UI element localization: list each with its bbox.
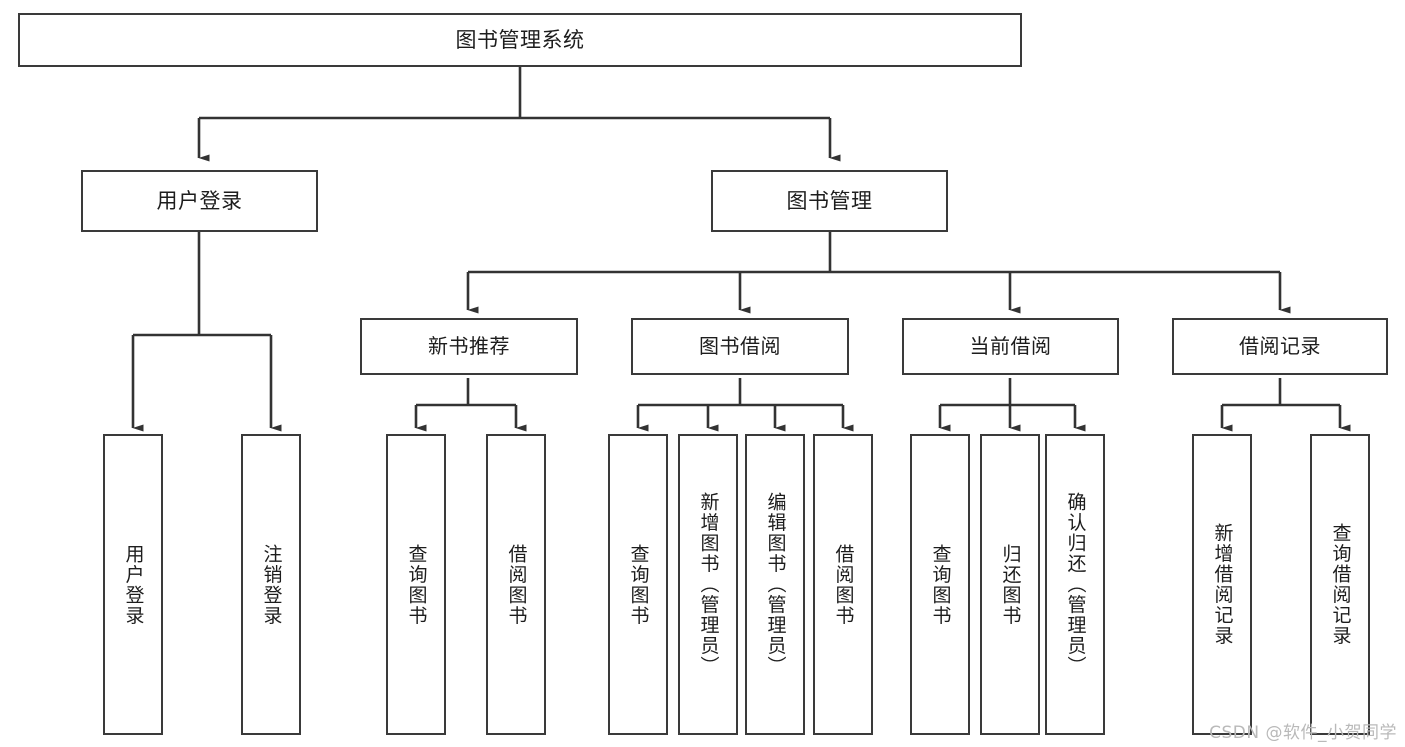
leaf-new-books-borrow[interactable]: 借阅图书 [486, 434, 546, 735]
node-label: 图书管理 [786, 188, 873, 213]
node-label: 图书管理系统 [455, 27, 585, 52]
leaf-user-login-signin[interactable]: 用户登录 [103, 434, 163, 735]
leaf-borrow-edit-admin[interactable]: 编辑图书（管理员） [745, 434, 805, 735]
leaf-current-confirm-return-admin[interactable]: 确认归还（管理员） [1045, 434, 1105, 735]
node-label: 借阅记录 [1239, 333, 1321, 358]
node-label: 查询借阅记录 [1329, 523, 1352, 646]
node-label: 注销登录 [260, 543, 283, 626]
leaf-records-query[interactable]: 查询借阅记录 [1310, 434, 1370, 735]
leaf-borrow-add-admin[interactable]: 新增图书（管理员） [678, 434, 738, 735]
node-current-borrow[interactable]: 当前借阅 [902, 318, 1119, 375]
leaf-borrow-lend[interactable]: 借阅图书 [813, 434, 873, 735]
leaf-records-add[interactable]: 新增借阅记录 [1192, 434, 1252, 735]
watermark-credit: CSDN @软件_小贺同学 [1209, 723, 1397, 743]
leaf-current-return[interactable]: 归还图书 [980, 434, 1040, 735]
node-label: 确认归还（管理员） [1064, 492, 1087, 677]
node-book-borrow[interactable]: 图书借阅 [631, 318, 849, 375]
node-label: 借阅图书 [505, 543, 528, 626]
node-label: 借阅图书 [832, 543, 855, 626]
node-book-management[interactable]: 图书管理 [711, 170, 948, 232]
node-label: 查询图书 [405, 543, 428, 626]
node-new-book-recommend[interactable]: 新书推荐 [360, 318, 578, 375]
node-label: 查询图书 [627, 543, 650, 626]
node-label: 归还图书 [999, 543, 1022, 626]
node-user-login[interactable]: 用户登录 [81, 170, 318, 232]
node-label: 用户登录 [156, 188, 243, 213]
leaf-borrow-query[interactable]: 查询图书 [608, 434, 668, 735]
node-label: 新增借阅记录 [1211, 523, 1234, 646]
node-root-system[interactable]: 图书管理系统 [18, 13, 1022, 67]
node-label: 用户登录 [122, 543, 145, 626]
node-label: 新增图书（管理员） [697, 492, 720, 677]
node-label: 新书推荐 [428, 333, 510, 358]
node-label: 编辑图书（管理员） [764, 492, 787, 677]
leaf-current-query[interactable]: 查询图书 [910, 434, 970, 735]
leaf-user-login-signout[interactable]: 注销登录 [241, 434, 301, 735]
node-borrow-records[interactable]: 借阅记录 [1172, 318, 1388, 375]
node-label: 图书借阅 [699, 333, 781, 358]
node-label: 查询图书 [929, 543, 952, 626]
leaf-new-books-query[interactable]: 查询图书 [386, 434, 446, 735]
node-label: 当前借阅 [969, 333, 1052, 358]
